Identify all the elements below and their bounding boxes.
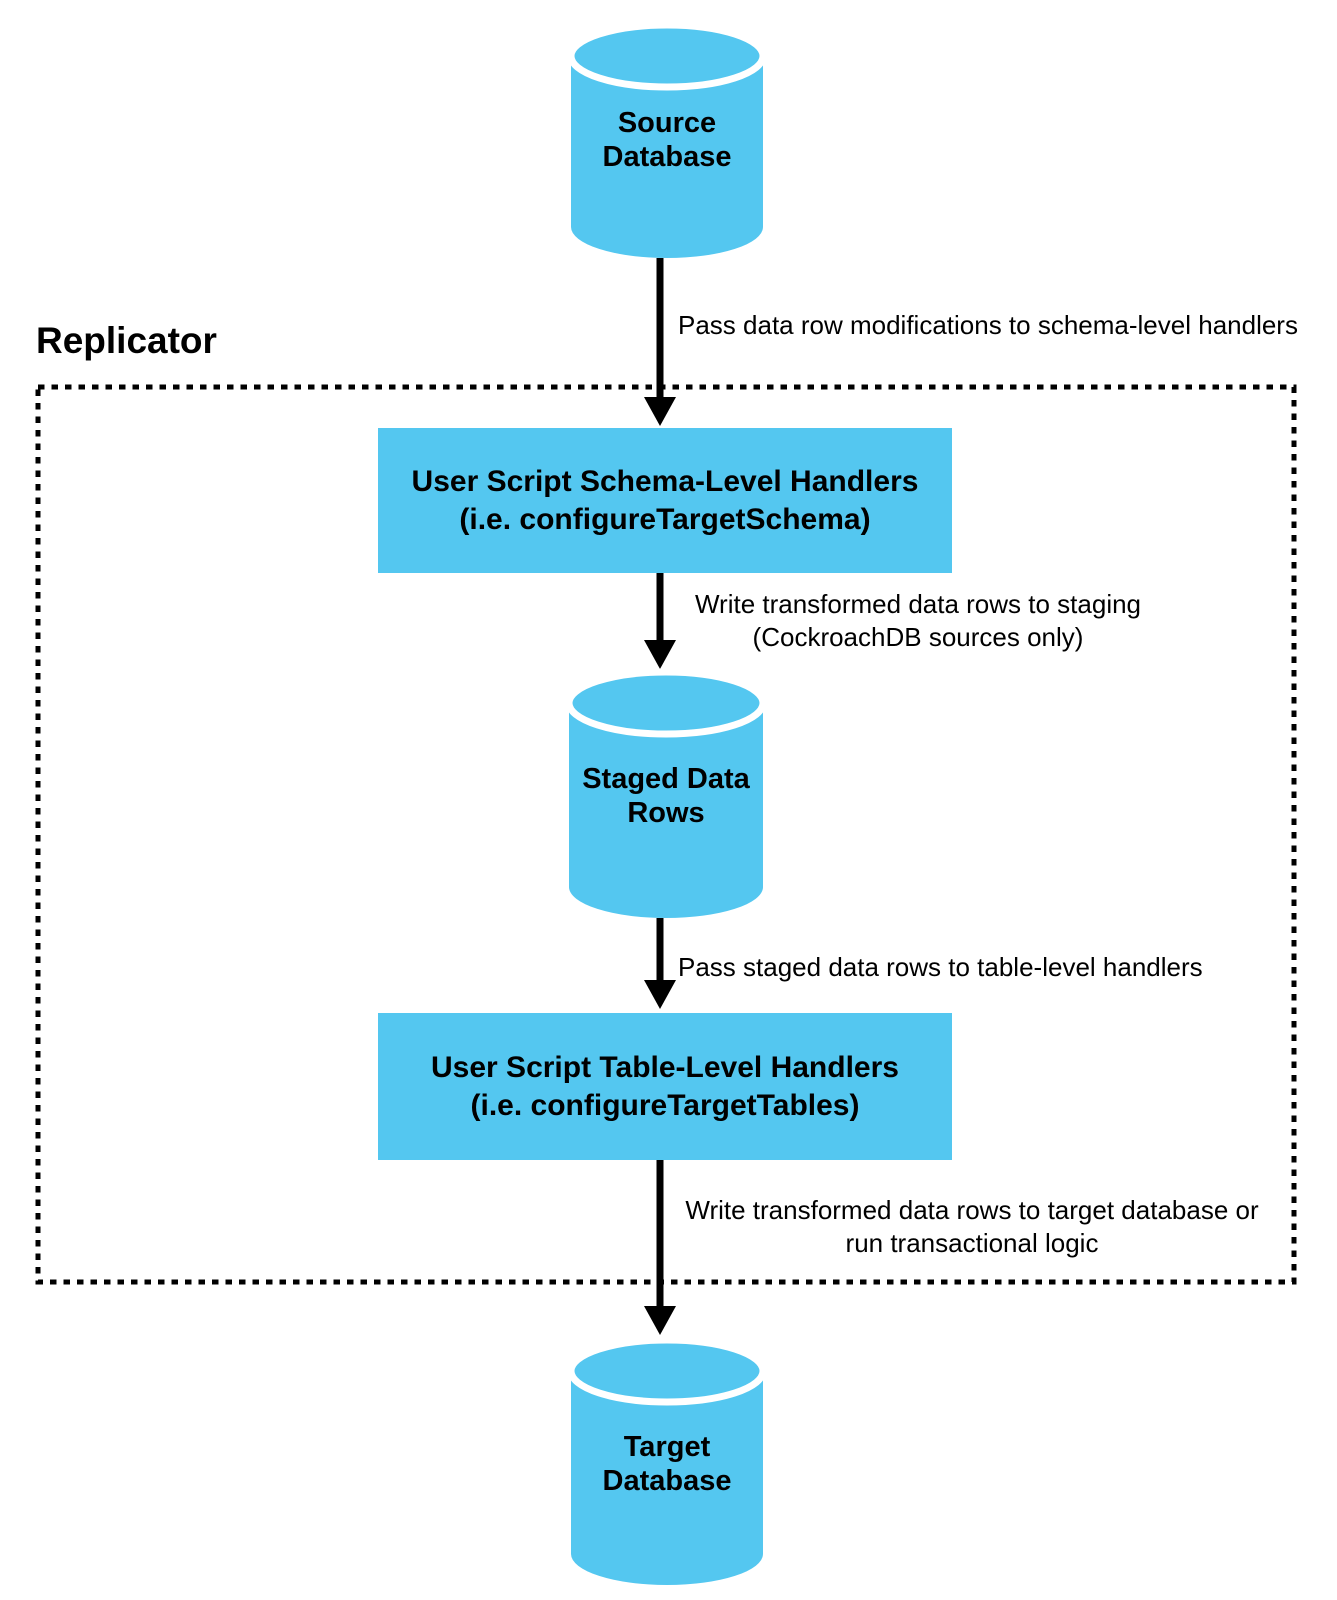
arrow-schema-to-staged <box>644 573 676 669</box>
arrow-source-to-schema <box>644 258 676 426</box>
replicator-boundary <box>35 384 1297 1285</box>
staged-data-rows-cylinder <box>565 668 767 918</box>
edge-label-source-to-schema: Pass data row modifications to schema-le… <box>678 310 1298 340</box>
replicator-group-title: Replicator <box>36 320 217 361</box>
table-handlers-box <box>378 1013 952 1160</box>
source-database-label: Source Database <box>602 107 732 173</box>
table-handlers-label: User Script Table-Level Handlers (i.e. c… <box>431 1050 899 1122</box>
arrow-staged-to-table <box>644 918 676 1009</box>
edge-label-table-to-target: Write transformed data rows to target da… <box>685 1195 1259 1258</box>
edge-label-schema-to-staged: Write transformed data rows to staging (… <box>694 589 1142 652</box>
source-database-cylinder <box>567 21 767 258</box>
schema-handlers-label: User Script Schema-Level Handlers (i.e. … <box>411 464 919 536</box>
schema-handlers-box <box>378 428 952 573</box>
staged-data-rows-label: Staged Data Rows <box>582 763 750 829</box>
arrow-table-to-target <box>644 1160 676 1335</box>
edge-label-staged-to-table: Pass staged data rows to table-level han… <box>678 952 1203 982</box>
target-database-cylinder <box>567 1336 767 1585</box>
target-database-label: Target Database <box>602 1431 732 1497</box>
